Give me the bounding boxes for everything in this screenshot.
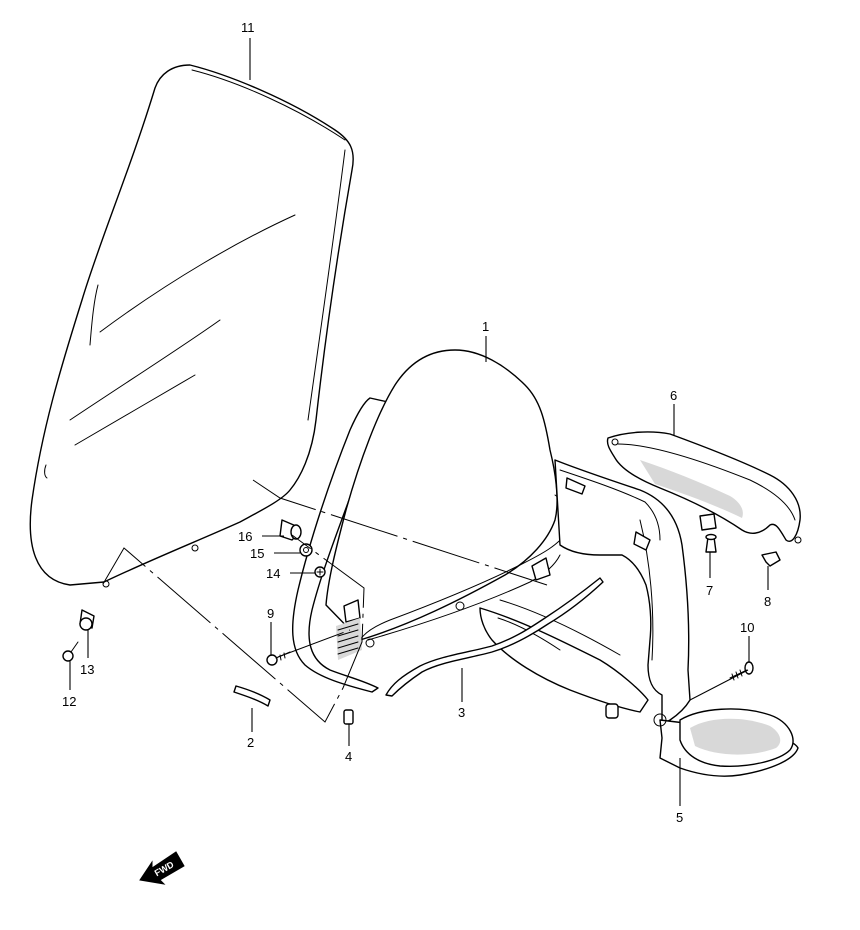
callout-2: 2 [247, 735, 254, 750]
callout-9: 9 [267, 606, 274, 621]
callout-6: 6 [670, 388, 677, 403]
seal-2 [233, 685, 271, 707]
spacer-16 [279, 519, 302, 541]
screw-12 [62, 641, 79, 662]
callout-4: 4 [345, 749, 352, 764]
callout-11: 11 [241, 20, 255, 35]
callout-12: 12 [62, 694, 76, 709]
callout-3: 3 [458, 705, 465, 720]
screw-7 [705, 533, 717, 553]
nut-4 [343, 709, 354, 725]
spacer-13 [79, 609, 95, 631]
callout-15: 15 [250, 546, 264, 561]
callout-16: 16 [238, 529, 252, 544]
callout-8: 8 [764, 594, 771, 609]
clip-8 [761, 551, 781, 567]
callout-7: 7 [706, 583, 713, 598]
leader-lines [69, 38, 769, 806]
fwd-arrow-icon: FWD [139, 851, 185, 885]
callout-5: 5 [676, 810, 683, 825]
callout-10: 10 [740, 620, 754, 635]
trim-strip [385, 577, 604, 697]
screw-14 [314, 566, 326, 578]
callout-14: 14 [266, 566, 280, 581]
meter-cover [606, 431, 802, 544]
windscreen [29, 64, 354, 588]
callout-1: 1 [482, 319, 489, 334]
assembly-lines [102, 479, 749, 723]
callout-13: 13 [80, 662, 94, 677]
inner-cover [291, 349, 573, 693]
callout-labels: 11 1 6 7 8 10 3 5 2 4 9 16 15 14 12 13 [62, 20, 771, 825]
